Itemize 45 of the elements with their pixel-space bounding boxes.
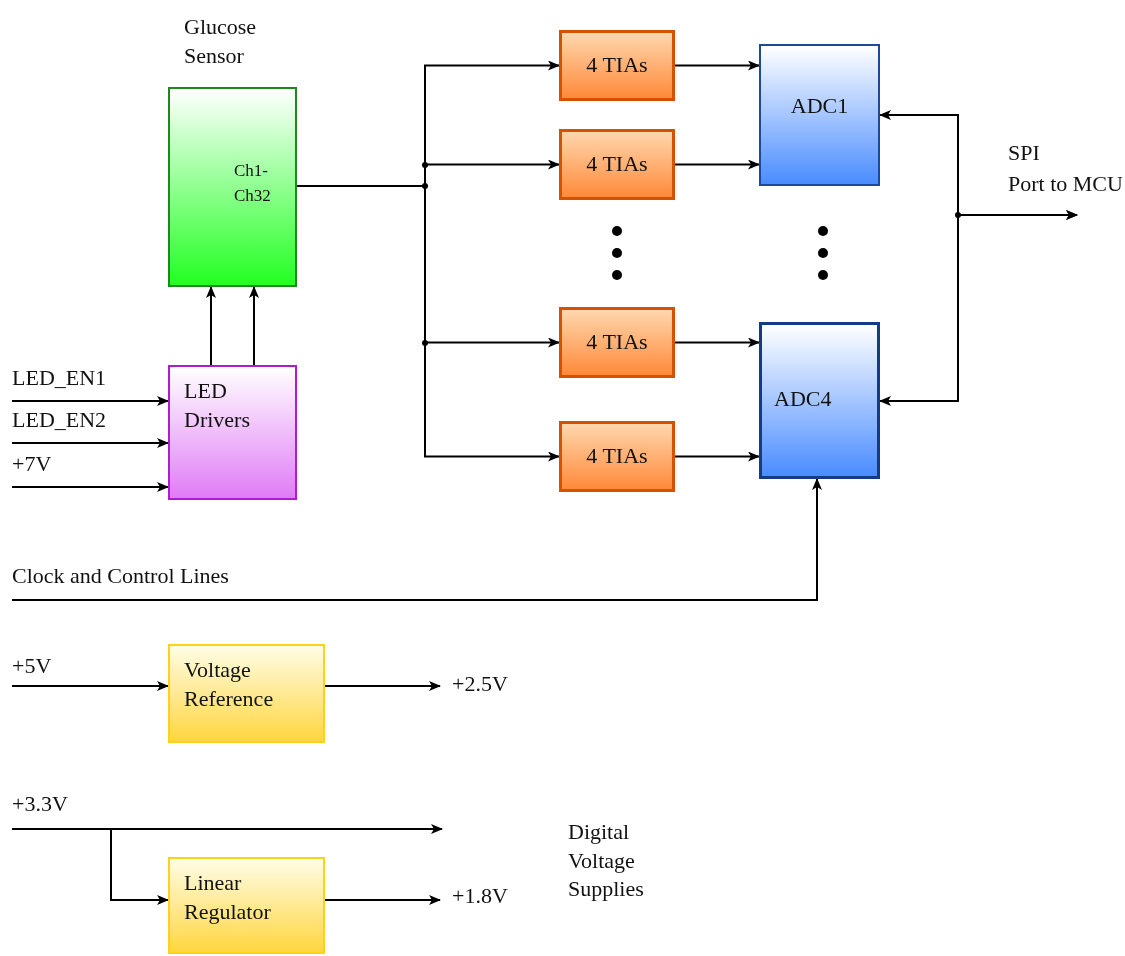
connector-arrow	[674, 159, 760, 170]
block-label: ADC4	[774, 385, 832, 413]
converter-block	[759, 44, 880, 186]
connector-arrow	[879, 210, 1078, 406]
block-label: 4 TIAs	[585, 442, 649, 470]
connector-arrow	[11, 828, 169, 905]
amplifier-block	[559, 307, 675, 378]
signal-label: LED_EN2	[12, 406, 162, 446]
signal-label: Clock and Control Lines	[12, 562, 342, 603]
connector-arrow	[206, 286, 216, 366]
amplifier-block	[559, 129, 675, 200]
connector-arrow	[674, 60, 760, 71]
connector-arrow	[674, 451, 760, 462]
connector-arrow	[11, 438, 169, 448]
block-label: Linear Regulator	[184, 869, 272, 926]
connector-arrow	[324, 895, 441, 905]
block-label: ADC1	[789, 92, 850, 120]
signal-label: SPI Port to MCU	[1008, 138, 1125, 218]
connector-arrow	[11, 681, 169, 691]
power-block	[168, 857, 325, 954]
block-heading: Glucose Sensor	[184, 13, 258, 70]
block-label: Voltage Reference	[184, 656, 275, 713]
signal-label: +7V	[12, 450, 162, 490]
amplifier-block	[559, 30, 675, 101]
annotation-text: Digital Voltage Supplies	[568, 818, 645, 904]
signal-label: +3.3V	[12, 790, 112, 832]
connector-arrow	[11, 396, 169, 406]
connector-arrow	[249, 286, 259, 366]
connector-arrow	[324, 681, 441, 691]
block-label: 4 TIAs	[585, 328, 649, 356]
signal-label: LED_EN1	[12, 364, 162, 404]
connector-arrow	[11, 482, 169, 492]
power-block	[168, 644, 325, 743]
block-label: 4 TIAs	[585, 150, 649, 178]
converter-block	[759, 322, 880, 479]
signal-label: +1.8V	[440, 882, 530, 914]
driver-block	[168, 365, 297, 500]
signal-label: +5V	[12, 652, 132, 689]
channel-label: Ch1- Ch32	[234, 160, 272, 207]
block-label: 4 TIAs	[585, 51, 649, 79]
block-label: LED Drivers	[184, 377, 251, 434]
amplifier-block	[559, 421, 675, 492]
connector-arrow	[11, 478, 822, 601]
signal-label: +2.5V	[440, 670, 530, 702]
connector-arrow	[674, 337, 760, 348]
